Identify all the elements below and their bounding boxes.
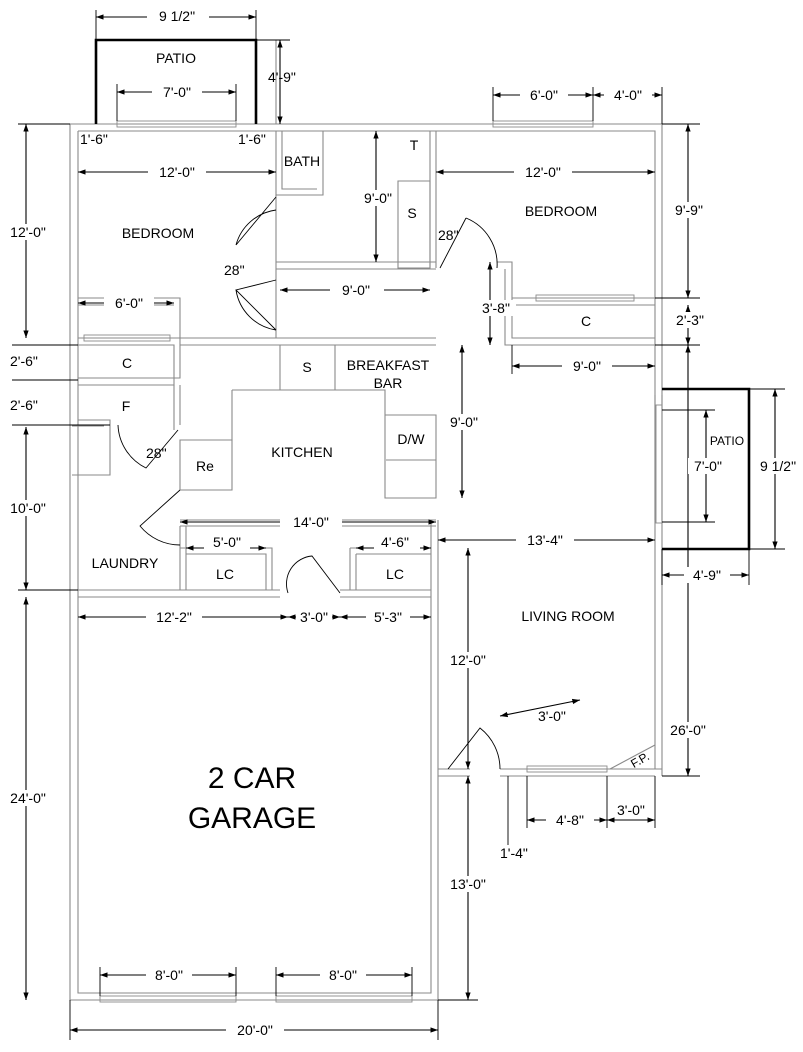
dim-patio-side-left: 1'-6": [80, 131, 108, 147]
label-living-room: LIVING ROOM: [521, 608, 614, 624]
label-bedroom-left: BEDROOM: [122, 225, 194, 241]
dim-patio-right-width: 9 1/2": [760, 458, 796, 474]
dim-garage-right: 5'-3": [374, 609, 402, 625]
dim-hall-jog: 3'-8": [482, 300, 510, 316]
fireplace-wall: [609, 744, 656, 770]
label-closet-right: C: [581, 313, 591, 329]
dim-bedroom-right-height: 9'-9": [675, 202, 703, 218]
dim-hall-width: 9'-0": [342, 282, 370, 298]
dim-window-right-6: 6'-0": [530, 87, 558, 103]
label-bar: BAR: [374, 375, 403, 391]
dim-patio-side-right: 1'-6": [238, 131, 266, 147]
dim-patio-right-door: 7'-0": [694, 458, 722, 474]
dim-closet-left-depth: 2'-6": [10, 353, 38, 369]
dim-garage-width: 20'-0": [237, 1022, 273, 1038]
dim-garage-door-left: 8'-0": [155, 967, 183, 983]
door-furnace: [117, 424, 179, 469]
label-bedroom-right: BEDROOM: [525, 203, 597, 219]
garage-door-left: [99, 995, 237, 1003]
dim-window-right-4: 4'-0": [614, 87, 642, 103]
window-closet-right: [535, 294, 635, 302]
dimension-labels: 9 1/2" 7'-0" 4'-9" 1'-6" 1'-6" 12'-0" 12…: [4, 8, 802, 1038]
dimension-lines: [12, 10, 785, 1040]
window-bedroom-right: [492, 120, 594, 128]
dim-patio-top-door: 7'-0": [163, 84, 191, 100]
label-kitchen: KITCHEN: [271, 444, 332, 460]
dim-entry-depth: 13'-0": [450, 876, 486, 892]
dim-patio-top-depth: 4'-9": [268, 69, 296, 85]
patio-right-door: [655, 404, 663, 524]
label-shower: S: [407, 205, 416, 221]
dim-dining-width: 9'-0": [573, 358, 601, 374]
dim-laundry-height: 10'-0": [10, 500, 46, 516]
windows: [83, 120, 663, 1003]
label-laundry: LAUNDRY: [92, 555, 159, 571]
dim-closet-right-depth: 2'-3": [676, 312, 704, 328]
doors: [117, 196, 501, 770]
walls: [69, 40, 663, 1001]
dim-patio-right-depth: 4'-9": [693, 567, 721, 583]
dim-garage-depth: 24'-0": [10, 790, 46, 806]
label-linen-right: LC: [386, 566, 404, 582]
door-laundry: [139, 489, 181, 546]
label-garage-line2: GARAGE: [188, 802, 316, 835]
label-fireplace: F.P.: [628, 749, 652, 771]
dim-linen-right-width: 4'-6": [381, 534, 409, 550]
garage-door-right: [275, 995, 413, 1003]
label-patio-right: PATIO: [710, 434, 744, 448]
dim-door-furnace: 28": [146, 445, 167, 461]
label-patio-top: PATIO: [156, 50, 196, 66]
label-breakfast: BREAKFAST: [347, 357, 430, 373]
patio-top-outline: [94, 38, 258, 124]
door-bedroom-left-lower: [235, 279, 277, 331]
dim-bedroom-left-width: 12'-0": [159, 164, 195, 180]
label-closet-left: C: [122, 355, 132, 371]
dim-door-bedroom-right: 28": [438, 227, 459, 243]
dim-bedroom-left-height: 12'-0": [10, 224, 46, 240]
dim-kitchen-width: 14'-0": [293, 514, 329, 530]
patio-top-door: [116, 120, 237, 128]
door-bedroom-left-upper: [235, 196, 277, 246]
dim-door-bedroom-left: 28": [224, 262, 245, 278]
label-garage-line1: 2 CAR: [208, 762, 296, 795]
dim-front-left: 1'-4": [500, 845, 528, 861]
dim-front-right: 3'-0": [617, 802, 645, 818]
exterior-wall-west: [69, 124, 439, 1001]
dim-front-door: 3'-0": [538, 708, 566, 724]
window-closet-left: [83, 334, 171, 342]
dim-closet-left-width: 6'-0": [115, 295, 143, 311]
door-garage-entry: [286, 555, 341, 594]
room-labels: PATIO BATH T S BEDROOM BEDROOM C C F S B…: [92, 50, 744, 835]
label-furnace: F: [122, 398, 131, 414]
dim-bath-height: 9'-0": [364, 190, 392, 206]
door-front: [447, 727, 501, 770]
patio-right-outline: [662, 387, 751, 551]
dim-living-height: 12'-0": [450, 652, 486, 668]
dim-garage-door-in: 3'-0": [300, 609, 328, 625]
label-sink: S: [302, 359, 311, 375]
label-linen-left: LC: [216, 566, 234, 582]
dim-linen-left-width: 5'-0": [213, 534, 241, 550]
label-refrigerator: Re: [196, 458, 214, 474]
label-bath: BATH: [284, 153, 320, 169]
dim-patio-top-width: 9 1/2": [159, 8, 195, 24]
dim-living-width: 13'-4": [527, 532, 563, 548]
label-toilet: T: [410, 137, 419, 153]
dim-garage-left: 12'-2": [156, 609, 192, 625]
front-window: [526, 765, 608, 773]
dim-bedroom-right-width: 12'-0": [525, 164, 561, 180]
dim-furnace-depth: 2'-6": [10, 397, 38, 413]
dim-front-window: 4'-8": [556, 812, 584, 828]
dim-garage-door-right: 8'-0": [329, 967, 357, 983]
door-bedroom-right: [439, 217, 498, 269]
dim-kitchen-height: 9'-0": [450, 414, 478, 430]
label-dishwasher: D/W: [397, 431, 425, 447]
dim-overall-depth: 26'-0": [670, 722, 706, 738]
